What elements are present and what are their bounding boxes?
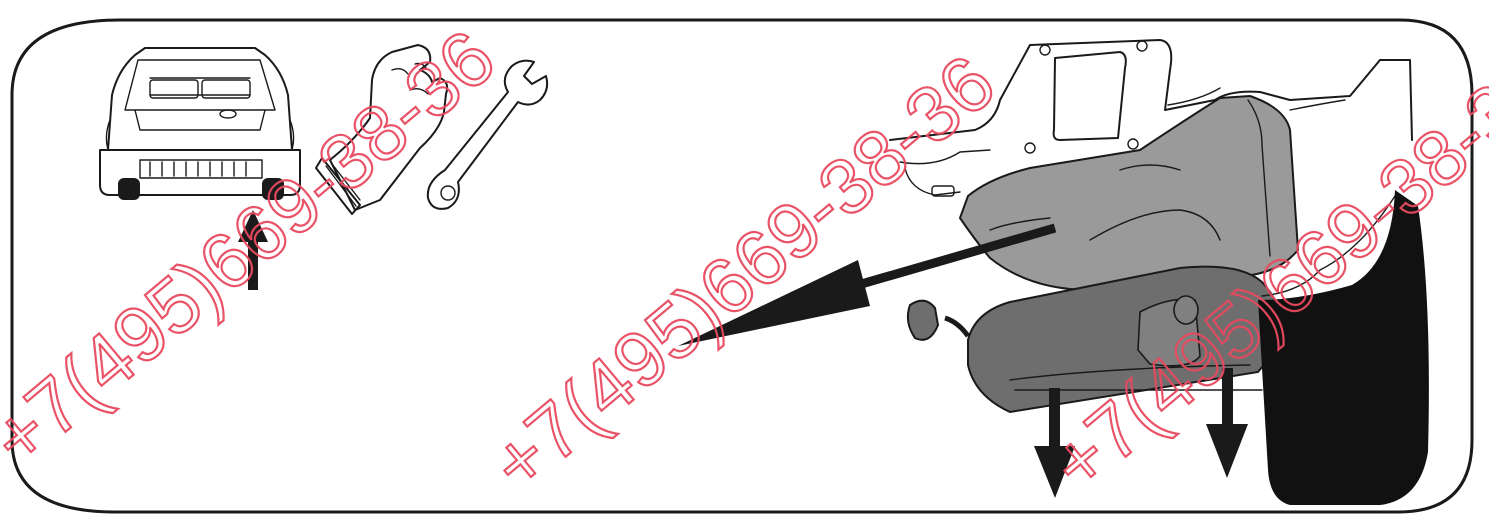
watermark-text: +7(495)669-38-36 — [474, 38, 1011, 508]
watermark-group: +7(495)669-38-36 +7(495)669-38-36 +7(495… — [0, 13, 1489, 508]
watermark-text: +7(495)669-38-36 — [0, 13, 511, 483]
